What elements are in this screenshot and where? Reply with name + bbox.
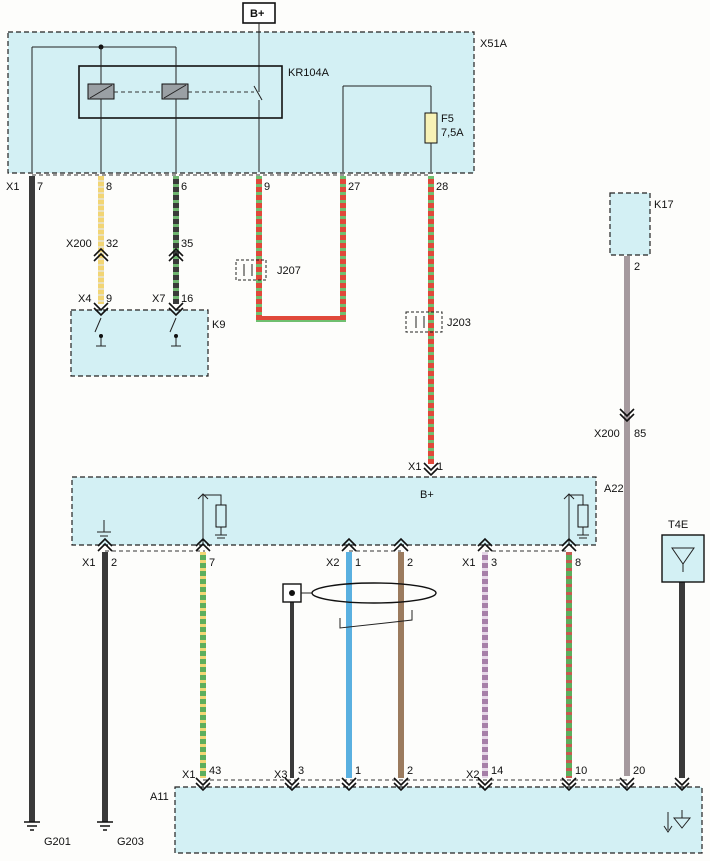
pin-8: 8 <box>106 181 112 193</box>
j207-jumper <box>235 259 267 281</box>
ground-g201-symbol <box>24 821 40 831</box>
a11-box <box>174 786 703 854</box>
conn-x1-a22in: X1 <box>408 461 421 473</box>
a22-box <box>71 476 597 546</box>
x51a-label: X51A <box>480 38 508 50</box>
wire-violetwhite <box>482 552 488 778</box>
a11-arrow <box>663 812 673 833</box>
ground-g203-symbol <box>97 821 113 831</box>
pin-x4-9: 9 <box>106 293 112 305</box>
a11-label: A11 <box>150 791 169 803</box>
conn-x2-a22out: X2 <box>326 557 339 569</box>
wire-shield-drain <box>290 600 294 778</box>
pin-a22-x2-1: 1 <box>355 557 361 569</box>
a11-antenna-ground <box>672 810 692 829</box>
pin-a11-1: 1 <box>355 765 361 777</box>
a22-pullup-right <box>568 494 584 545</box>
pin-x7-16: 16 <box>181 293 193 305</box>
fuse-rating: 7,5A <box>441 127 464 139</box>
wire-redgreen-loop-left <box>256 176 262 322</box>
pin-9: 9 <box>264 181 270 193</box>
pin-a22-2: 2 <box>111 557 117 569</box>
pin-k17-2: 2 <box>634 261 640 273</box>
wire-redgreen-a22 <box>428 176 434 464</box>
pin-7: 7 <box>37 181 43 193</box>
kr104a-label: KR104A <box>288 67 330 79</box>
conn-x1-a22out: X1 <box>82 557 95 569</box>
pin-a11-10: 10 <box>575 765 587 777</box>
x51a-box <box>7 31 475 174</box>
wire-redgreen-loop-right <box>340 176 346 322</box>
pin-a22-1: 1 <box>437 461 443 473</box>
conn-x200-b: X200 <box>594 428 620 440</box>
t4e-label: T4E <box>668 519 688 531</box>
j207-label: J207 <box>277 265 301 277</box>
pin-a22-3: 3 <box>491 557 497 569</box>
twisted-pair-shield <box>311 582 437 604</box>
wire-black-g203 <box>102 552 108 822</box>
conn-x1-a11: X1 <box>182 769 195 781</box>
bplus-label: B+ <box>250 8 264 20</box>
k17-label: K17 <box>654 199 674 211</box>
pin-a22-7: 7 <box>209 557 215 569</box>
pin-a22-x2-2: 2 <box>407 557 413 569</box>
wire-redgreen-loop-bottom <box>256 316 346 322</box>
wire-blue <box>346 552 352 778</box>
relay-switch-contact <box>253 85 263 101</box>
kr104a-relay <box>78 65 283 119</box>
wire-t4e <box>679 582 685 778</box>
wire-greenblack-k9 <box>173 176 179 304</box>
k17-box <box>609 192 651 256</box>
j203-jumper <box>405 311 443 333</box>
pin-28: 28 <box>436 181 448 193</box>
t4e-box <box>661 534 705 583</box>
antenna-icon <box>671 547 695 572</box>
conn-x4: X4 <box>78 293 91 305</box>
conn-x200-a: X200 <box>66 238 92 250</box>
conn-x2-a11: X2 <box>466 769 479 781</box>
a22-ground-symbol <box>97 520 111 537</box>
pin-a11-20: 20 <box>633 765 645 777</box>
pin-6: 6 <box>181 181 187 193</box>
pin-a11-3: 3 <box>298 765 304 777</box>
conn-x1-a22out-b: X1 <box>462 557 475 569</box>
fuse-name: F5 <box>441 113 454 125</box>
k9-box <box>70 309 209 377</box>
conn-x1-top: X1 <box>6 181 19 193</box>
pin-a11-43: 43 <box>209 765 221 777</box>
a22-label: A22 <box>604 483 624 495</box>
k9-label: K9 <box>212 319 225 331</box>
ground-g201-label: G201 <box>44 836 71 848</box>
fuse-f5 <box>424 112 438 144</box>
pin-a11-2: 2 <box>407 765 413 777</box>
twist-mark <box>339 610 413 629</box>
pin-x200-35: 35 <box>181 238 193 250</box>
wire-brown <box>398 552 404 778</box>
pin-a22-8: 8 <box>575 557 581 569</box>
wire-black-g201 <box>29 176 35 822</box>
a22-bplus: B+ <box>420 489 434 501</box>
a22-pullup-left <box>202 494 222 545</box>
wire-greenred <box>566 552 572 778</box>
wire-gray-k17 <box>624 256 630 776</box>
pin-x200-32: 32 <box>106 238 118 250</box>
wire-greenyellow <box>200 552 206 778</box>
j203-label: J203 <box>447 317 471 329</box>
conn-x7: X7 <box>152 293 165 305</box>
pin-a11-14: 14 <box>491 765 503 777</box>
pin-27: 27 <box>348 181 360 193</box>
wire-yellow-k9 <box>98 176 104 304</box>
conn-x3-a11: X3 <box>274 769 287 781</box>
ground-g203-label: G203 <box>117 836 144 848</box>
pin-x200-85: 85 <box>634 428 646 440</box>
